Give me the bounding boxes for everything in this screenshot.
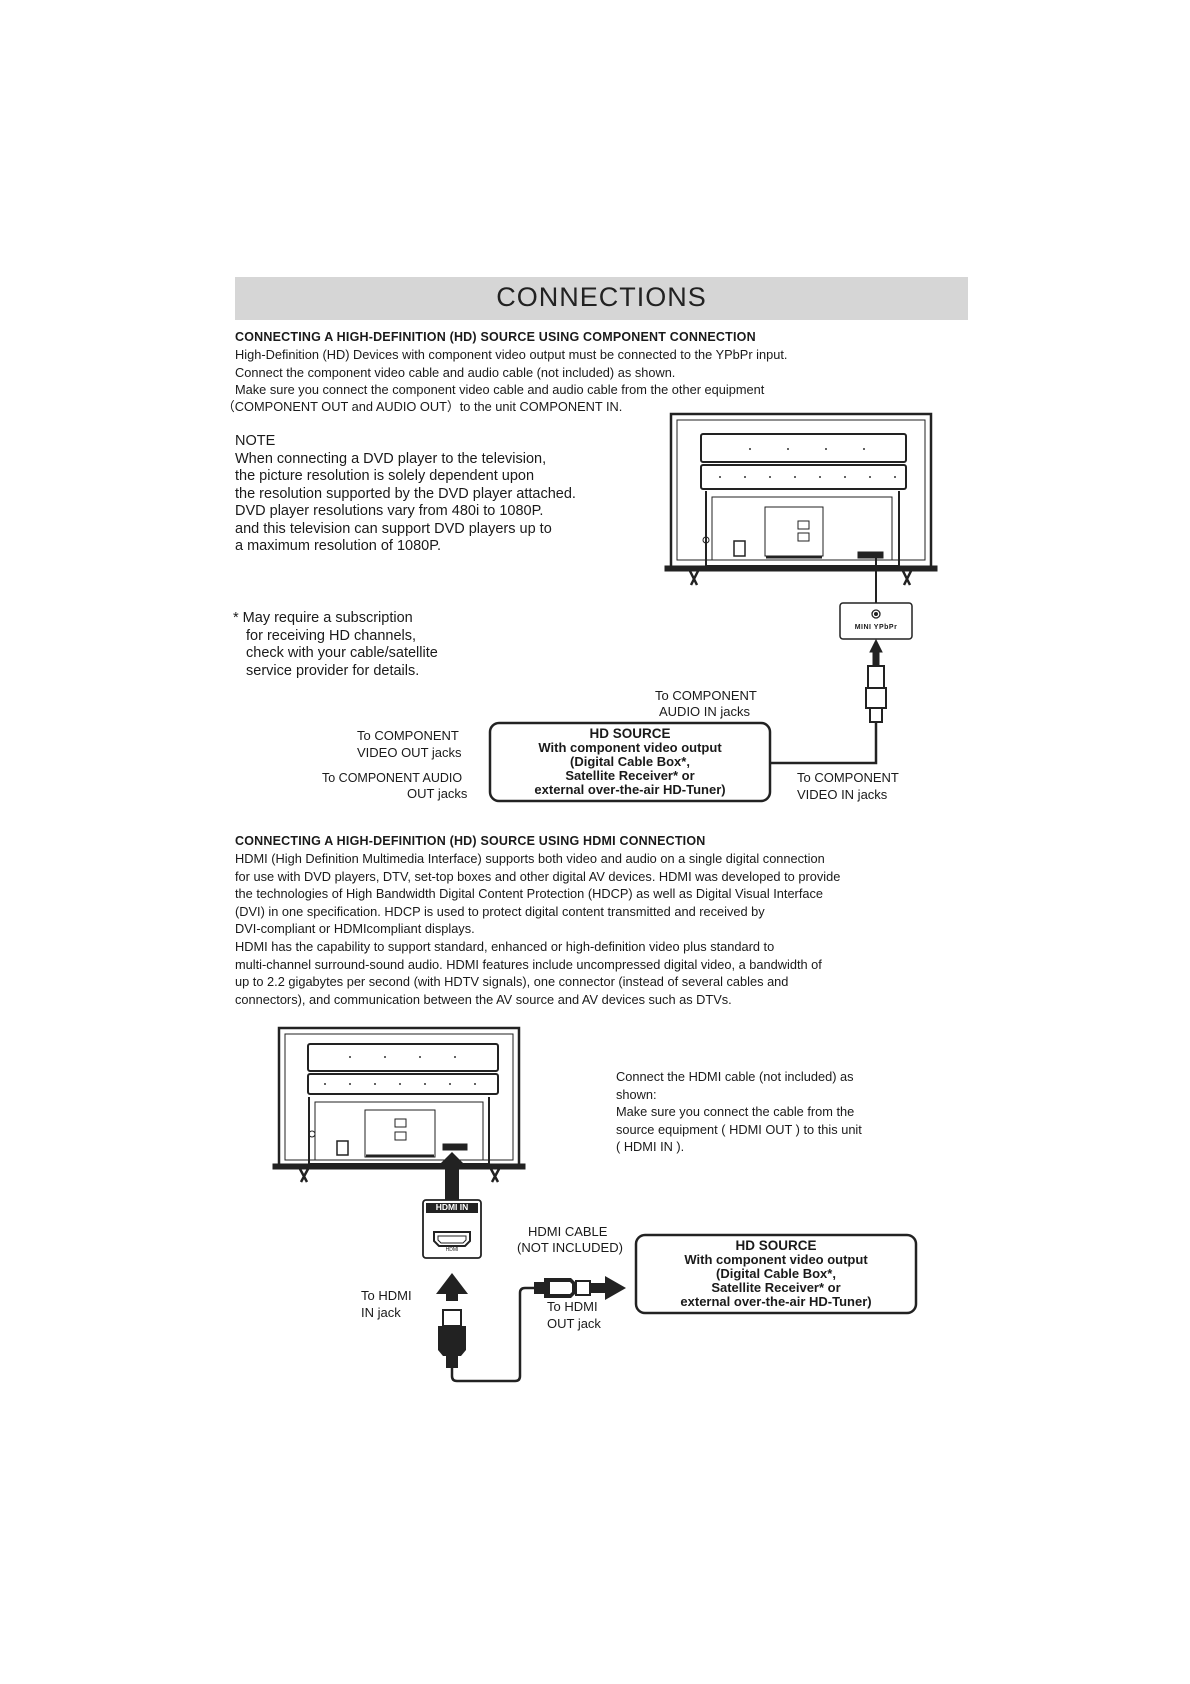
tv-back-hdmi xyxy=(272,1026,526,1183)
hdmi-line: multi-channel surround-sound audio. HDMI… xyxy=(235,956,822,972)
video-out-label: VIDEO OUT jacks xyxy=(357,745,462,760)
page-title: CONNECTIONS xyxy=(496,282,707,312)
note-line: a maximum resolution of 1080P. xyxy=(235,538,442,554)
note-line: the picture resolution is solely depende… xyxy=(235,468,535,484)
tv-dots-component xyxy=(719,448,896,478)
hd-source-title: HD SOURCE xyxy=(589,726,671,741)
hdmi-plug-in xyxy=(438,1286,534,1383)
note-line: and this television can support DVD play… xyxy=(235,520,552,537)
connect-line: source equipment ( HDMI OUT ) to this un… xyxy=(616,1121,862,1137)
audio-in-label: To COMPONENT xyxy=(655,688,757,703)
video-in-label: VIDEO IN jacks xyxy=(797,787,888,802)
tv-dots-hdmi xyxy=(324,1056,476,1085)
hdmi-in-jack-label: HDMI IN xyxy=(435,1202,469,1212)
video-out-label: To COMPONENT xyxy=(357,728,459,743)
hdmi-out-label: OUT jack xyxy=(547,1316,601,1331)
hdmi-line: the technologies of High Bandwidth Digit… xyxy=(235,886,824,902)
hdmi-line: HDMI has the capability to support stand… xyxy=(235,938,775,954)
hdmi-intro: HDMI (High Definition Multimedia Interfa… xyxy=(235,850,840,1008)
component-intro: High-Definition (HD) Devices with compon… xyxy=(235,346,787,399)
audio-out-label: To COMPONENT AUDIO xyxy=(322,771,463,785)
hdmi-in-jack xyxy=(422,1152,482,1259)
hdmi-cable-label: (NOT INCLUDED) xyxy=(517,1240,623,1255)
hd-source-box-component-frame xyxy=(488,721,772,803)
component-line: High-Definition (HD) Devices with compon… xyxy=(235,347,788,362)
hdmi-plug-out xyxy=(534,1276,626,1300)
component-line: （COMPONENT OUT and AUDIO OUT）to the unit… xyxy=(222,399,623,414)
hd-source-line: Satellite Receiver* or xyxy=(711,1280,841,1295)
hd-source-line: external over-the-air HD-Tuner) xyxy=(680,1294,872,1309)
note-line: DVD player resolutions vary from 480i to… xyxy=(235,503,544,519)
note-title: NOTE xyxy=(235,433,276,449)
subscription-line: service provider for details. xyxy=(246,662,420,679)
hdmi-line: HDMI (High Definition Multimedia Interfa… xyxy=(235,851,825,866)
hdmi-in-label: IN jack xyxy=(361,1305,401,1320)
component-plug xyxy=(770,638,887,765)
audio-in-label: AUDIO IN jacks xyxy=(659,704,751,719)
hdmi-connect-instructions: Connect the HDMI cable (not included) as… xyxy=(616,1068,862,1156)
hdmi-out-label: To HDMI xyxy=(547,1299,598,1314)
subscription-line: check with your cable/satellite xyxy=(246,645,438,661)
audio-out-label: OUT jacks xyxy=(407,786,468,801)
hd-source-line: With component video output xyxy=(538,740,722,755)
hdmi-line: for use with DVD players, DTV, set-top b… xyxy=(235,868,841,884)
hdmi-line: (DVI) in one specification. HDCP is used… xyxy=(235,903,765,919)
component-line: Connect the component video cable and au… xyxy=(235,364,676,380)
hdmi-in-label: To HDMI xyxy=(361,1288,412,1303)
subscription-line: for receiving HD channels, xyxy=(246,627,417,644)
hdmi-heading: CONNECTING A HIGH-DEFINITION (HD) SOURCE… xyxy=(235,834,706,848)
hd-source-title: HD SOURCE xyxy=(735,1238,817,1253)
hd-source-line: (Digital Cable Box*, xyxy=(716,1266,836,1281)
hdmi-line: DVI-compliant or HDMIcompliant displays. xyxy=(235,921,475,937)
hd-source-box-hdmi-frame xyxy=(634,1233,918,1315)
hdmi-jack-small-label: HDMI xyxy=(445,1247,459,1253)
note-line: When connecting a DVD player to the tele… xyxy=(235,450,547,467)
note-block: NOTE When connecting a DVD player to the… xyxy=(235,433,576,556)
hd-source-line: With component video output xyxy=(684,1252,868,1267)
hd-source-line: external over-the-air HD-Tuner) xyxy=(534,782,726,797)
hd-source-box-component: HD SOURCE With component video output (D… xyxy=(490,727,770,799)
connect-line: shown: xyxy=(616,1086,657,1102)
connect-line: ( HDMI IN ). xyxy=(616,1139,685,1155)
hd-source-line: Satellite Receiver* or xyxy=(565,768,695,783)
hdmi-line: up to 2.2 gigabytes per second (with HDT… xyxy=(235,974,789,990)
subscription-note: * May require a subscription for receivi… xyxy=(233,610,438,680)
hdmi-cable-label: HDMI CABLE xyxy=(528,1224,608,1239)
hd-source-line: (Digital Cable Box*, xyxy=(570,754,690,769)
hd-source-box-hdmi: HD SOURCE With component video output (D… xyxy=(636,1239,916,1311)
component-heading: CONNECTING A HIGH-DEFINITION (HD) SOURCE… xyxy=(235,330,756,344)
note-line: the resolution supported by the DVD play… xyxy=(235,485,576,502)
connect-line: Make sure you connect the cable from the xyxy=(616,1104,855,1120)
tv-back-component xyxy=(664,412,938,586)
title-bar xyxy=(235,277,968,320)
subscription-line: * May require a subscription xyxy=(233,610,413,626)
video-in-label: To COMPONENT xyxy=(797,770,899,785)
hdmi-line: connectors), and communication between t… xyxy=(235,991,732,1007)
connect-line: Connect the HDMI cable (not included) as xyxy=(616,1069,854,1084)
hdmi-up-arrow xyxy=(436,1273,468,1301)
component-line: Make sure you connect the component vide… xyxy=(235,382,765,398)
mini-ypbpr-label: MINI YPbPr xyxy=(854,624,898,631)
